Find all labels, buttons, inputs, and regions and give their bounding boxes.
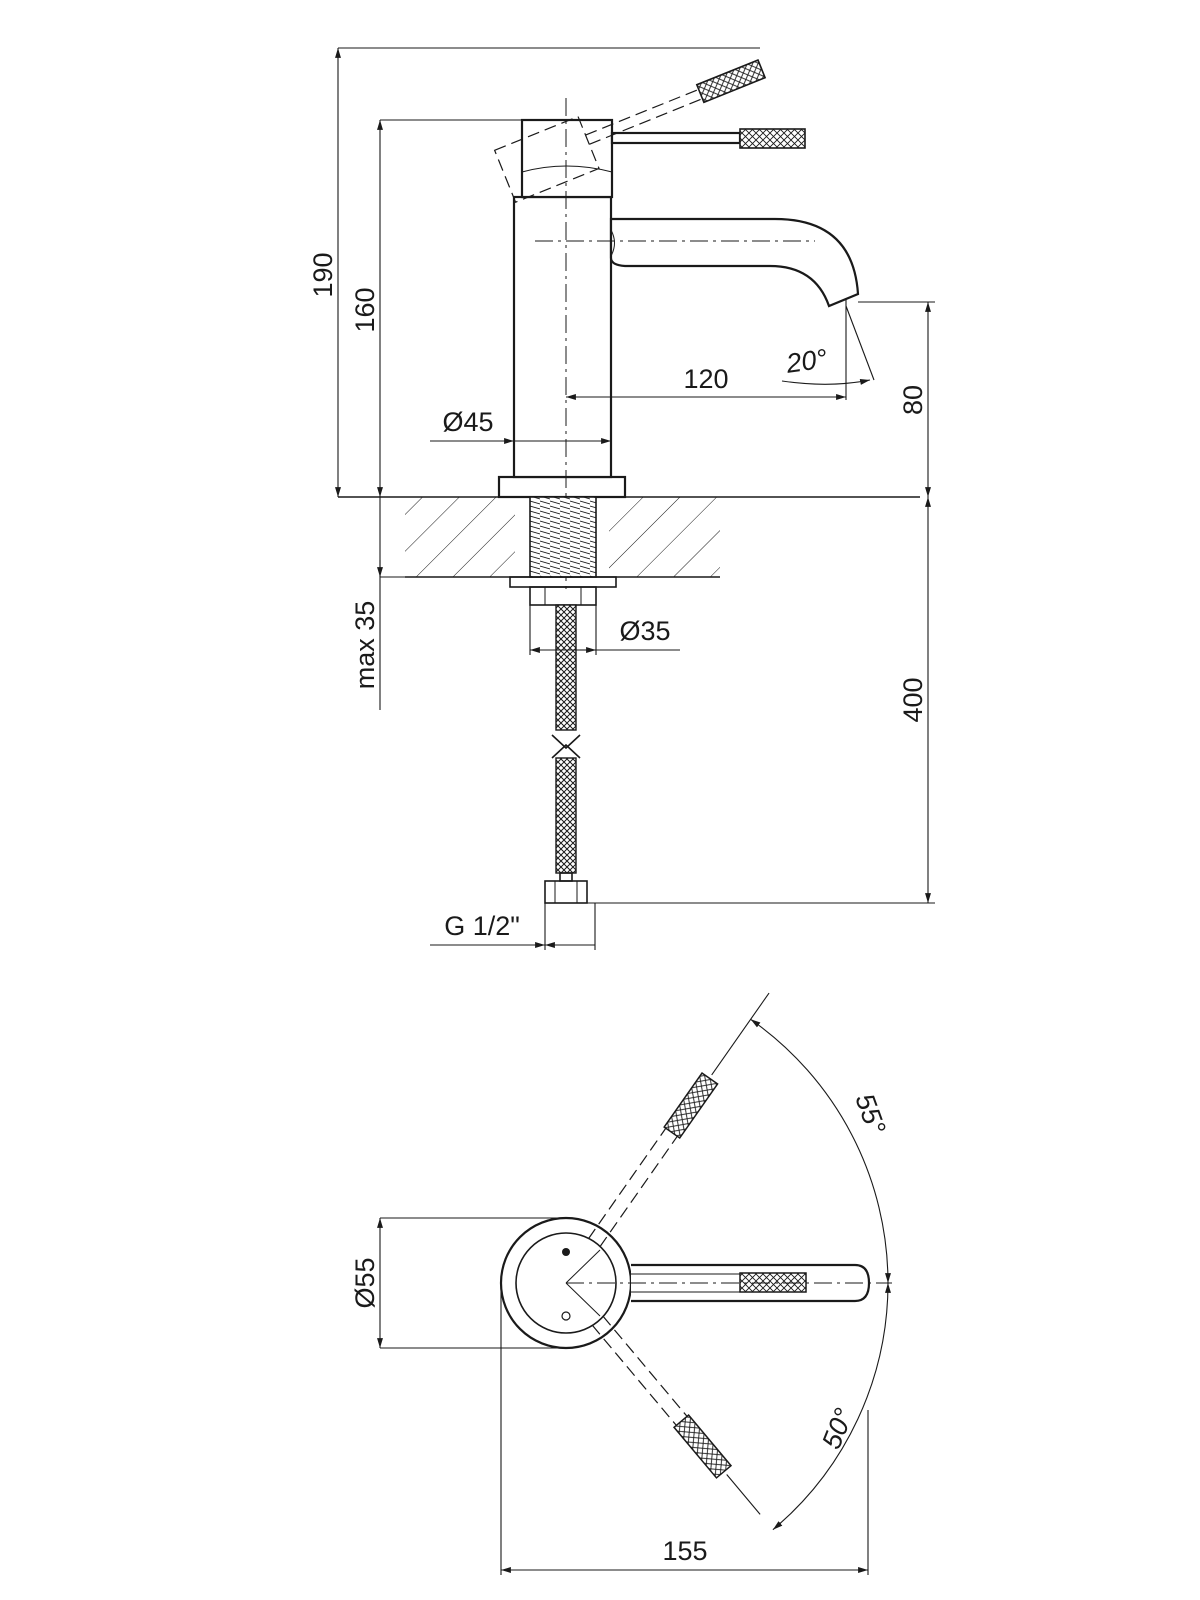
deck-thickness-label: max 35 <box>350 601 380 690</box>
cold-indicator-dot <box>561 1311 571 1321</box>
hose-length-label: 400 <box>898 677 928 722</box>
dimension-total-depth: 155 <box>500 1283 869 1575</box>
dimension-rotation-front: 50° <box>772 1282 891 1531</box>
shank-and-hose <box>509 496 617 904</box>
dimension-rotation-back: 55° <box>750 1018 892 1284</box>
total-depth-label: 155 <box>662 1536 707 1566</box>
rotation-back-label: 55° <box>849 1090 891 1139</box>
faucet-body <box>493 58 860 590</box>
height-spout-label: 160 <box>350 287 380 332</box>
dimension-base-diameter: Ø55 <box>350 1217 566 1349</box>
dimension-body-diameter: Ø45 <box>430 407 611 444</box>
dimension-spout-reach: 120 <box>566 300 847 400</box>
base-diameter-label: Ø55 <box>350 1257 380 1308</box>
dimension-spout-clearance: 80 <box>858 301 935 497</box>
height-total-label: 190 <box>308 252 338 297</box>
dimension-spout-angle: 20° <box>781 305 875 385</box>
dimension-height-total: 190 <box>308 47 760 497</box>
hot-indicator-dot <box>562 1248 570 1256</box>
connection-thread-label: G 1/2" <box>444 911 520 941</box>
side-view: 190 160 120 20° 80 Ø <box>308 47 935 950</box>
dimension-connection-thread: G 1/2" <box>430 903 596 950</box>
body-diameter-label: Ø45 <box>442 407 493 437</box>
top-view: 55° 50° Ø55 155 <box>350 992 892 1575</box>
spout-reach-label: 120 <box>683 364 728 394</box>
dimension-shank-diameter: Ø35 <box>529 605 680 655</box>
dimension-deck-thickness: max 35 <box>350 497 405 710</box>
top-lever-alt-back <box>587 992 770 1248</box>
dimension-hose-length: 400 <box>587 497 935 904</box>
shank-diameter-label: Ø35 <box>619 616 670 646</box>
rotation-front-label: 50° <box>816 1404 859 1453</box>
spout-clearance-label: 80 <box>898 385 928 415</box>
deck-section <box>338 496 920 578</box>
spout-angle-label: 20° <box>783 343 829 379</box>
top-lever-alt-front <box>591 1315 761 1515</box>
dimension-height-spout: 160 <box>350 119 522 497</box>
